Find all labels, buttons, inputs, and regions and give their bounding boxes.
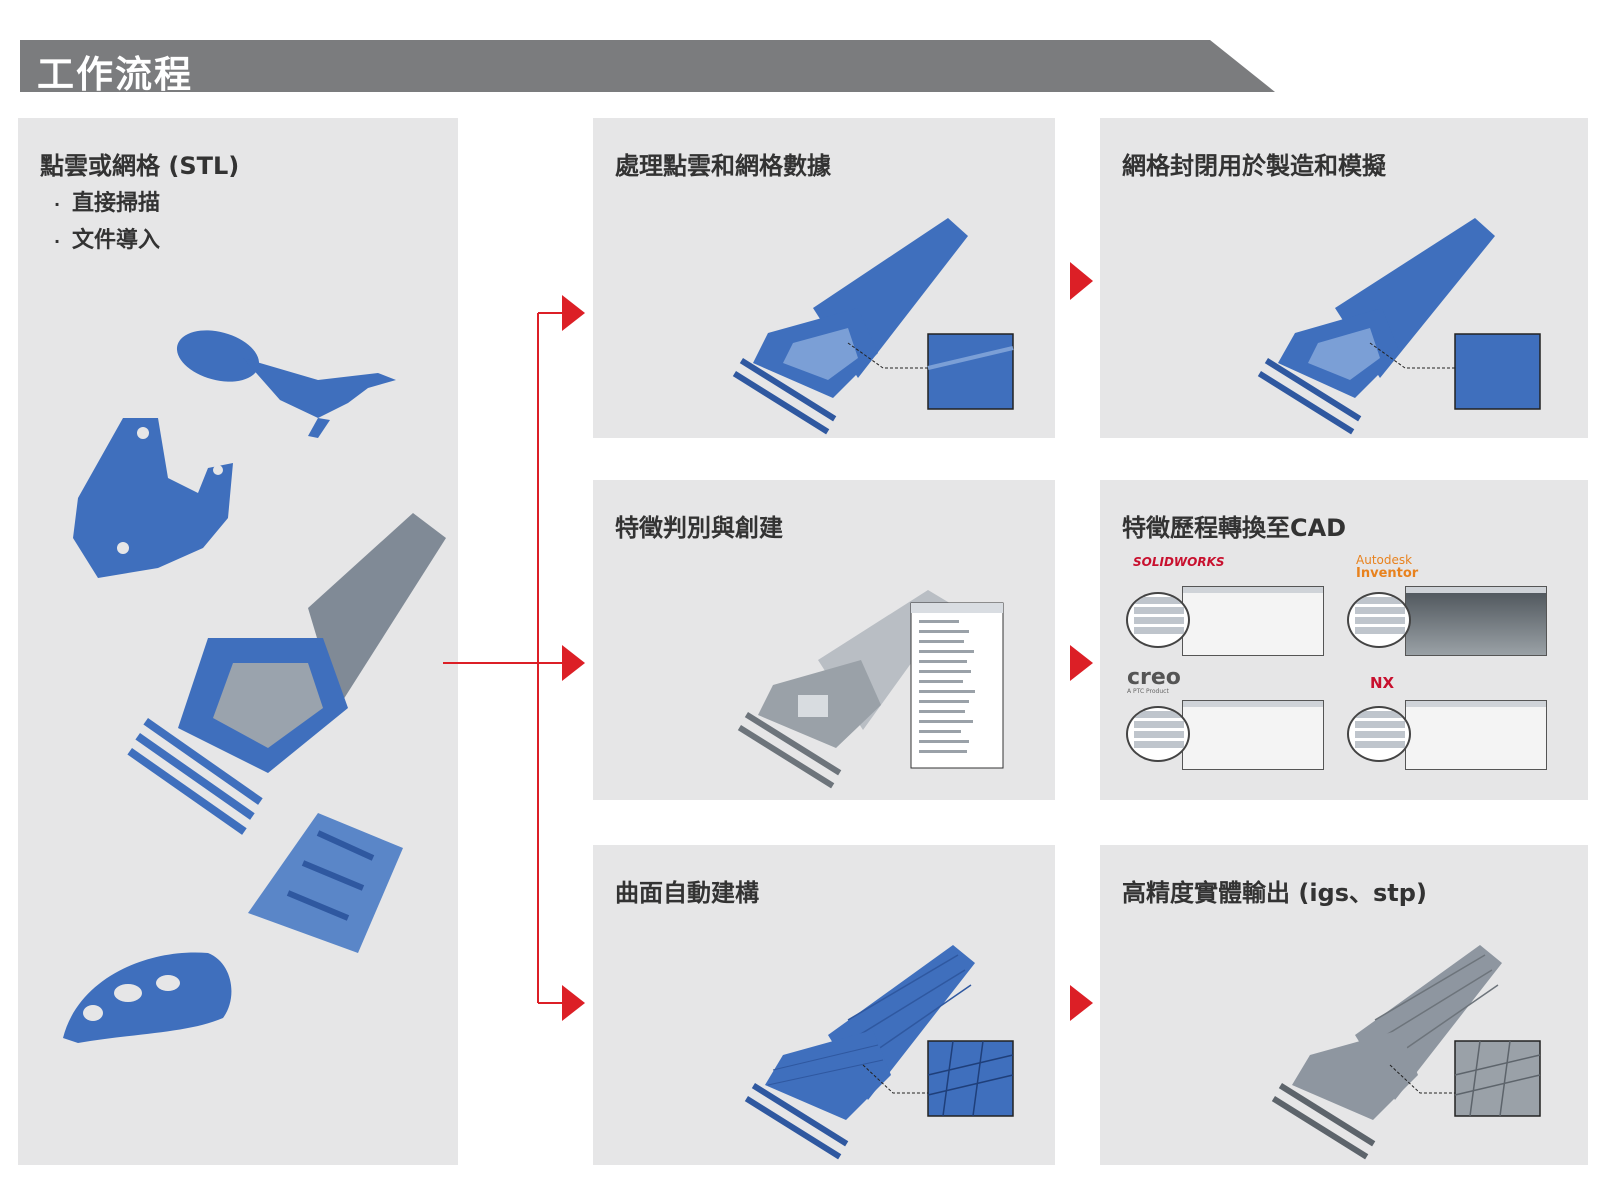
step-title: 特徵歷程轉換至CAD (1122, 514, 1347, 542)
scanned-models-illustration (63, 330, 446, 1043)
step-panel-solid-export: 高精度實體輸出 (igs、stp) (1100, 845, 1588, 1165)
step-title: 曲面自動建構 (615, 879, 759, 907)
page-title: 工作流程 (37, 52, 193, 96)
nx-tree-loupe (1347, 706, 1411, 762)
nx-logo: NX (1370, 674, 1395, 692)
creo-logo: creo A PTC Product (1127, 665, 1181, 696)
step-panel-feature-recognition: 特徵判別與創建 (593, 480, 1055, 800)
arm-scan-model (176, 330, 396, 438)
step-panel-auto-surfacing: 曲面自動建構 (593, 845, 1055, 1165)
input-source-list: ·直接掃描 ·文件導入 (54, 186, 160, 260)
step-title: 高精度實體輸出 (igs、stp) (1122, 879, 1427, 907)
blade-surface-patches-illustration (744, 945, 1014, 1160)
bracket-scan-model (73, 418, 233, 578)
step-panel-mesh-closing: 網格封閉用於製造和模擬 (1100, 118, 1588, 438)
step-arrow-head (1070, 645, 1093, 681)
inventor-tree-loupe (1347, 592, 1411, 648)
header-banner: 工作流程 (20, 40, 1275, 92)
flow-arrow-head (562, 295, 585, 331)
tire-tread-scan-model (248, 813, 403, 953)
input-panel: 點雲或網格 (STL) ·直接掃描 ·文件導入 (18, 118, 458, 1165)
flow-arrow-head (562, 645, 585, 681)
flow-arrow-head (562, 985, 585, 1021)
helmet-scan-model (63, 952, 232, 1043)
input-panel-title: 點雲或網格 (STL) (40, 152, 240, 180)
input-source-item: ·文件導入 (54, 228, 161, 253)
blade-feature-tree-illustration (737, 590, 1004, 789)
nx-screenshot (1405, 700, 1547, 770)
feature-tree-window (910, 602, 1004, 769)
solidworks-logo: SOLIDWORKS (1133, 555, 1225, 569)
creo-tree-loupe (1126, 706, 1190, 762)
turbine-blade-scan-model (127, 513, 446, 835)
creo-screenshot (1182, 700, 1324, 770)
blade-solid-export-illustration (1271, 945, 1541, 1160)
step-title: 網格封閉用於製造和模擬 (1122, 152, 1386, 180)
step-title: 特徵判別與創建 (615, 514, 783, 542)
inventor-screenshot (1405, 586, 1547, 656)
blade-blue-scan-illustration (732, 218, 1014, 435)
step-title: 處理點雲和網格數據 (615, 152, 831, 180)
zoom-inset (927, 333, 1014, 410)
zoom-inset (1454, 333, 1541, 410)
step-panel-process-data: 處理點雲和網格數據 (593, 118, 1055, 438)
solidworks-tree-loupe (1126, 592, 1190, 648)
input-source-item: ·直接掃描 (54, 191, 161, 216)
step-arrow-head (1070, 262, 1093, 300)
solidworks-screenshot (1182, 586, 1324, 656)
blade-closed-mesh-illustration (1257, 218, 1541, 435)
step-arrow-head (1070, 985, 1093, 1021)
